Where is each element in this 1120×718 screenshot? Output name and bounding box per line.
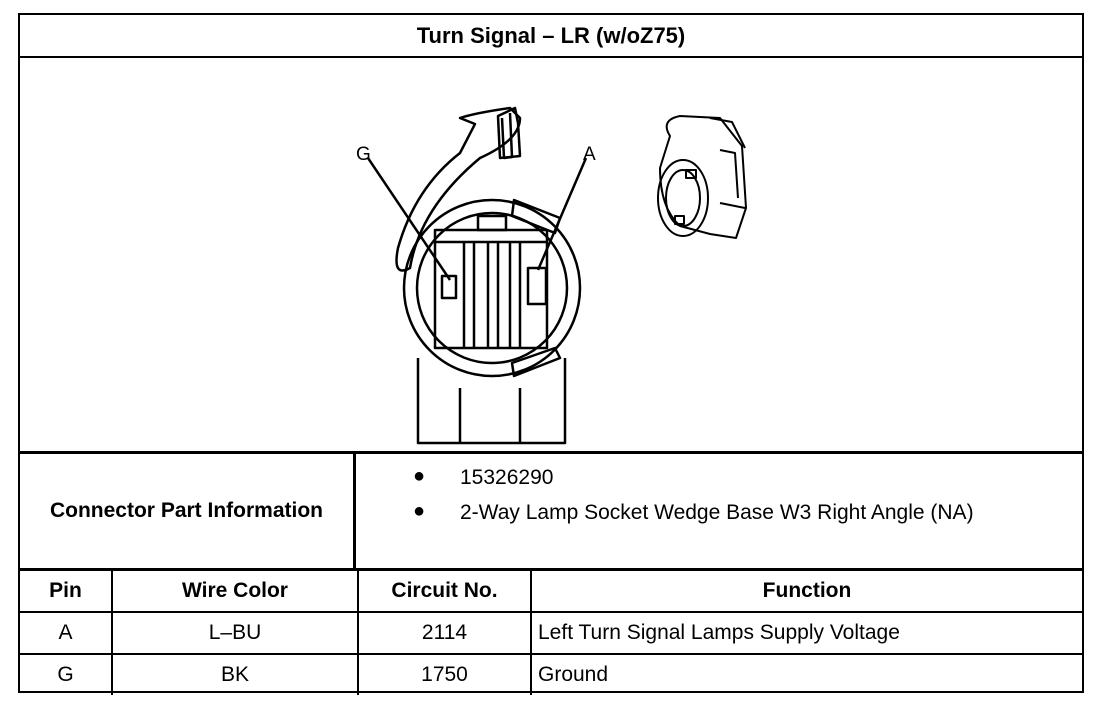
socket-latch bbox=[496, 106, 522, 160]
connector-side-view bbox=[657, 115, 747, 239]
bullet-icon: ● bbox=[413, 500, 426, 522]
cell-wire-color: BK bbox=[111, 653, 359, 695]
socket-base bbox=[416, 358, 567, 445]
socket-shroud bbox=[395, 106, 522, 272]
cell-pin: A bbox=[20, 610, 113, 656]
cell-circuit-no: 2114 bbox=[357, 610, 532, 656]
cell-wire-color: L–BU bbox=[111, 610, 359, 656]
connector-title: Turn Signal – LR (w/oZ75) bbox=[20, 15, 1082, 58]
cell-function: Ground bbox=[530, 653, 1082, 695]
connector-part-number: 15326290 bbox=[460, 466, 554, 489]
connector-figure: G A bbox=[20, 58, 1082, 453]
table-row: G BK 1750 Ground bbox=[20, 653, 1082, 695]
pin-cavity-g bbox=[440, 274, 458, 300]
leader-line-a bbox=[536, 157, 588, 271]
pin-cavity-a bbox=[526, 266, 548, 306]
socket-inner-ring bbox=[415, 211, 569, 365]
pin-label-g: G bbox=[356, 144, 371, 165]
pin-label-a: A bbox=[583, 144, 596, 165]
connector-sheet: Turn Signal – LR (w/oZ75) bbox=[18, 13, 1084, 695]
connector-info-list: ● 15326290 ● 2-Way Lamp Socket Wedge Bas… bbox=[356, 454, 1082, 568]
pinout-table: Pin Wire Color Circuit No. Function A L–… bbox=[20, 571, 1082, 695]
header-function: Function bbox=[530, 571, 1082, 613]
terminal-block bbox=[433, 228, 549, 350]
connector-info-row: Connector Part Information ● 15326290 ● … bbox=[20, 451, 1082, 571]
connector-illustration: G A bbox=[356, 106, 747, 445]
table-row: A L–BU 2114 Left Turn Signal Lamps Suppl… bbox=[20, 610, 1082, 656]
connector-info-label: Connector Part Information bbox=[20, 454, 356, 568]
header-wire-color: Wire Color bbox=[111, 571, 359, 613]
table-header-row: Pin Wire Color Circuit No. Function bbox=[20, 571, 1082, 613]
header-circuit-no: Circuit No. bbox=[357, 571, 532, 613]
leader-line-g bbox=[366, 157, 452, 281]
socket-outer-ring bbox=[402, 198, 582, 378]
cell-circuit-no: 1750 bbox=[357, 653, 532, 695]
cell-function: Left Turn Signal Lamps Supply Voltage bbox=[530, 610, 1082, 656]
connector-description: 2-Way Lamp Socket Wedge Base W3 Right An… bbox=[460, 501, 974, 524]
bullet-icon: ● bbox=[413, 465, 426, 487]
header-pin: Pin bbox=[20, 571, 113, 613]
cell-pin: G bbox=[20, 653, 113, 695]
